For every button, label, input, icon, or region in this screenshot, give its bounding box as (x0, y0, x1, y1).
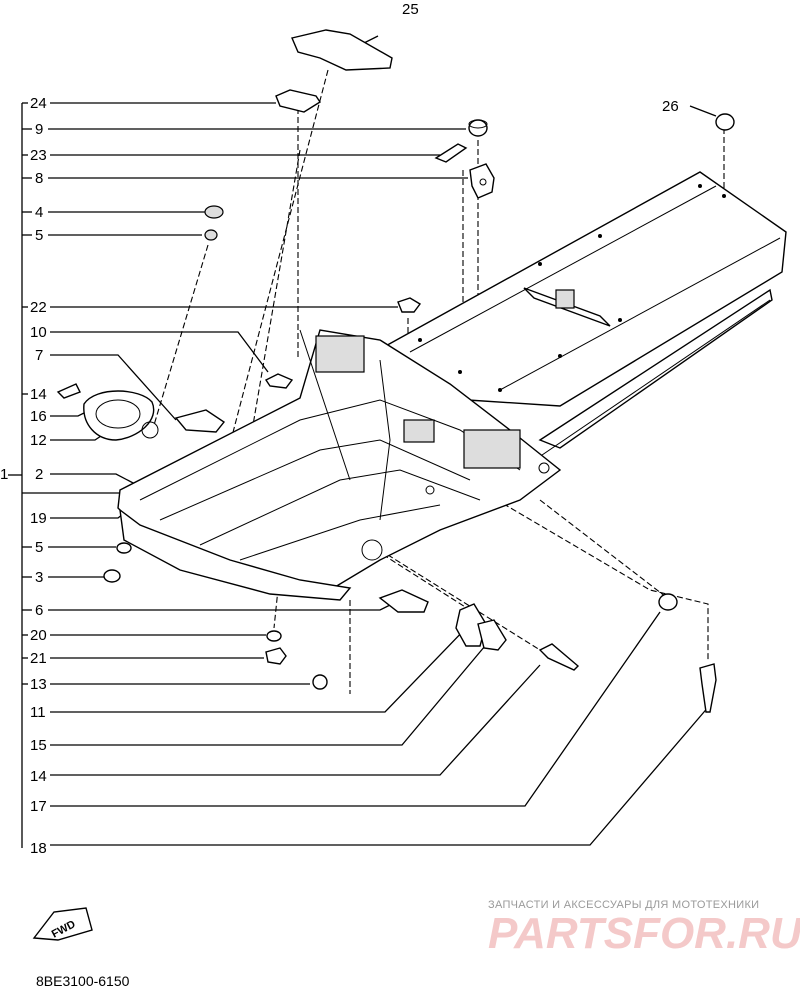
part-16-clamp (83, 390, 155, 441)
callout-13[interactable]: 13 (30, 676, 47, 693)
part-22-pad (397, 297, 422, 313)
part-14-rivet (56, 383, 81, 399)
callout-19[interactable]: 19 (30, 510, 47, 527)
callout-5-top[interactable]: 5 (35, 227, 43, 244)
part-13-cap (312, 674, 328, 690)
callout-20[interactable]: 20 (30, 627, 47, 644)
watermark-tagline: ЗАПЧАСТИ И АКСЕССУАРЫ ДЛЯ МОТОТЕХНИКИ (488, 899, 759, 911)
callout-1[interactable]: 1 (0, 466, 8, 483)
part-3-bushing (103, 569, 121, 583)
callout-15[interactable]: 15 (30, 737, 47, 754)
part-26-cap (715, 113, 735, 131)
part-20-washer (266, 630, 282, 642)
fwd-arrow: FWD (32, 907, 93, 941)
part-21-nut (265, 647, 287, 665)
leader-lines (22, 35, 717, 846)
callout-12[interactable]: 12 (30, 432, 47, 449)
part-18-rivet (699, 663, 717, 713)
callout-14-bottom[interactable]: 14 (30, 768, 47, 785)
callout-2[interactable]: 2 (35, 466, 43, 483)
callout-25[interactable]: 25 (402, 1, 419, 18)
callout-18[interactable]: 18 (30, 840, 47, 857)
callout-11[interactable]: 11 (30, 704, 46, 721)
callout-26[interactable]: 26 (662, 98, 679, 115)
part-15-plate (477, 619, 507, 651)
catalog-code: 8BE3100-6150 (36, 973, 130, 989)
callout-10[interactable]: 10 (30, 324, 47, 341)
callout-4[interactable]: 4 (35, 204, 43, 221)
callout-8[interactable]: 8 (35, 170, 43, 187)
callout-labels: 24 9 23 8 4 5 22 10 7 14 16 12 1 2 19 5 … (0, 1, 679, 857)
part-8-bracket (469, 163, 495, 199)
watermark-logo: PARTSFOR.RU (488, 909, 800, 958)
part-24-pad (275, 89, 321, 113)
callout-7[interactable]: 7 (35, 347, 43, 364)
callout-22[interactable]: 22 (30, 299, 47, 316)
callout-23[interactable]: 23 (30, 147, 47, 164)
frame-assembly (117, 171, 787, 601)
part-10-pad (264, 373, 294, 389)
callout-3[interactable]: 3 (35, 569, 43, 586)
part-14-rivet-lower (538, 643, 580, 671)
part-11-plate (455, 603, 487, 647)
part-25-plate (291, 29, 393, 71)
callout-9[interactable]: 9 (35, 121, 43, 138)
part-5-bushing (116, 542, 132, 554)
callout-5-bottom[interactable]: 5 (35, 539, 43, 556)
callout-bracket (8, 103, 23, 848)
callout-21[interactable]: 21 (30, 650, 47, 667)
part-23-shim (434, 143, 468, 163)
callout-14-top[interactable]: 14 (30, 386, 47, 403)
callout-16[interactable]: 16 (30, 408, 47, 425)
callout-6[interactable]: 6 (35, 602, 43, 619)
small-parts (56, 29, 735, 713)
watermark: ЗАПЧАСТИ И АКСЕССУАРЫ ДЛЯ МОТОТЕХНИКИ PA… (488, 899, 800, 958)
part-17-cap (658, 593, 678, 611)
part-6-bracket (378, 589, 429, 613)
part-7-plate (174, 409, 226, 433)
callout-24[interactable]: 24 (30, 95, 47, 112)
part-4-grommet (204, 205, 224, 219)
part-5-grommet (204, 229, 218, 241)
callout-17[interactable]: 17 (30, 798, 47, 815)
